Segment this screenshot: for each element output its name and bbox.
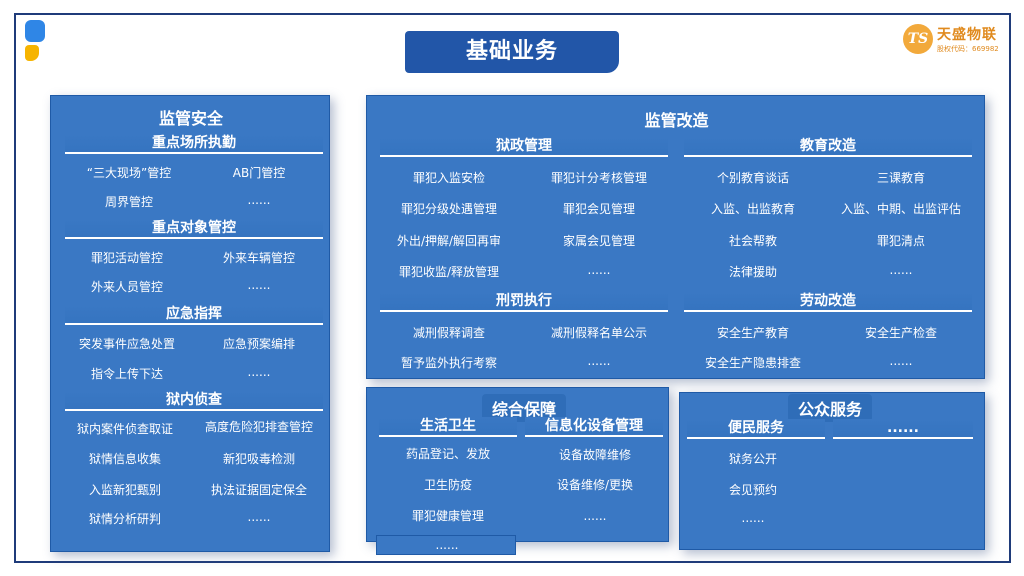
list-item: 外出/押解/解回再审 xyxy=(396,234,502,248)
panel-public-service: 公众服务 便民服务 ...... 狱务公开 会见预约 ...... xyxy=(679,392,985,550)
list-item: 入监新犯甄别 xyxy=(88,483,162,497)
list-item: ...... xyxy=(889,354,913,368)
panel-title: 公众服务 xyxy=(788,394,873,422)
section-header: 信息化设备管理 xyxy=(525,417,663,437)
list-item: 罪犯分级处遇管理 xyxy=(400,202,498,216)
section-header: 教育改造 xyxy=(684,137,972,157)
list-item: ...... xyxy=(435,538,459,552)
list-item: ...... xyxy=(587,263,611,277)
list-item: ...... xyxy=(247,365,271,379)
list-item: 罪犯入监安检 xyxy=(412,171,486,185)
list-item: 罪犯活动管控 xyxy=(90,251,164,265)
list-item: ...... xyxy=(587,354,611,368)
list-item: 减刑假释调查 xyxy=(412,326,486,340)
list-item: AB门管控 xyxy=(232,166,286,180)
panel-title: 监管安全 xyxy=(158,109,223,128)
section-header: 重点场所执勤 xyxy=(65,134,323,154)
list-item: 指令上传下达 xyxy=(90,367,164,381)
section-header: 刑罚执行 xyxy=(380,292,668,312)
list-item: 药品登记、发放 xyxy=(405,447,491,461)
section-header: 应急指挥 xyxy=(65,305,323,325)
list-item: 周界管控 xyxy=(104,195,154,209)
list-item: 罪犯会见管理 xyxy=(562,202,636,216)
list-item: 入监、中期、出监评估 xyxy=(840,202,962,216)
section-header: 劳动改造 xyxy=(684,292,972,312)
list-item: 会见预约 xyxy=(728,483,778,497)
section-header: ...... xyxy=(833,419,973,439)
logo-code: 股权代码：669982 xyxy=(937,45,999,53)
list-item: 外来人员管控 xyxy=(90,280,164,294)
list-item: 减刑假释名单公示 xyxy=(550,326,648,340)
list-item: 外来车辆管控 xyxy=(222,251,296,265)
panel-comprehensive-support: 综合保障 生活卫生 信息化设备管理 药品登记、发放 设备故障维修 卫生防疫 设备… xyxy=(366,387,669,542)
section-header: 重点对象管控 xyxy=(65,219,323,239)
list-item: 罪犯清点 xyxy=(876,234,926,248)
list-item: 安全生产隐患排查 xyxy=(704,356,802,370)
list-item: 三课教育 xyxy=(876,171,926,185)
list-item: ...... xyxy=(247,510,271,524)
section-header: 狱内侦查 xyxy=(65,391,323,411)
list-item: 卫生防疫 xyxy=(423,478,473,492)
corner-decoration-yellow xyxy=(25,45,39,61)
list-item: 应急预案编排 xyxy=(222,337,296,351)
list-item: 法律援助 xyxy=(728,265,778,279)
list-item: 罪犯计分考核管理 xyxy=(550,171,648,185)
list-item: “三大现场”管控 xyxy=(86,166,172,180)
logo-mark-icon: TS xyxy=(903,24,933,54)
panel-title: 监管改造 xyxy=(644,111,709,130)
list-item: 执法证据固定保全 xyxy=(210,483,308,497)
list-item: 家属会见管理 xyxy=(562,234,636,248)
list-item: 设备故障维修 xyxy=(558,448,632,462)
logo-name: 天盛物联 xyxy=(937,27,997,43)
list-item: 新犯吸毒检测 xyxy=(222,452,296,466)
page-title: 基础业务 xyxy=(405,31,619,73)
section-header: 便民服务 xyxy=(687,419,825,439)
section-header: 生活卫生 xyxy=(379,417,517,437)
list-item: 罪犯收监/释放管理 xyxy=(398,265,500,279)
list-item: 个别教育谈话 xyxy=(716,171,790,185)
list-item: 罪犯健康管理 xyxy=(411,509,485,523)
list-item: ...... xyxy=(247,278,271,292)
list-item: 狱务公开 xyxy=(728,452,778,466)
list-item: 突发事件应急处置 xyxy=(78,337,176,351)
list-item: 狱情分析研判 xyxy=(88,512,162,526)
panel-supervision-safety: 监管安全 重点场所执勤 “三大现场”管控 AB门管控 周界管控 ...... 重… xyxy=(50,95,330,552)
list-item: 狱情信息收集 xyxy=(88,452,162,466)
list-item: 社会帮教 xyxy=(728,234,778,248)
list-item: 高度危险犯排查管控 xyxy=(204,420,313,434)
corner-decoration-blue xyxy=(25,20,45,42)
list-item: ...... xyxy=(247,193,271,207)
list-item: 狱内案件侦查取证 xyxy=(76,422,174,436)
list-item: 安全生产教育 xyxy=(716,326,790,340)
list-item: 暂予监外执行考察 xyxy=(400,356,498,370)
panel-supervision-reform: 监管改造 狱政管理 罪犯入监安检 罪犯计分考核管理 罪犯分级处遇管理 罪犯会见管… xyxy=(366,95,985,379)
list-item: 入监、出监教育 xyxy=(710,202,796,216)
list-item: 设备维修/更换 xyxy=(556,478,634,492)
section-header: 狱政管理 xyxy=(380,137,668,157)
list-item: ...... xyxy=(741,511,765,525)
list-item: ...... xyxy=(889,263,913,277)
panel-extension: ...... xyxy=(376,535,516,555)
list-item: ...... xyxy=(583,509,607,523)
company-logo: TS 天盛物联 股权代码：669982 xyxy=(903,24,1009,58)
list-item: 安全生产检查 xyxy=(864,326,938,340)
